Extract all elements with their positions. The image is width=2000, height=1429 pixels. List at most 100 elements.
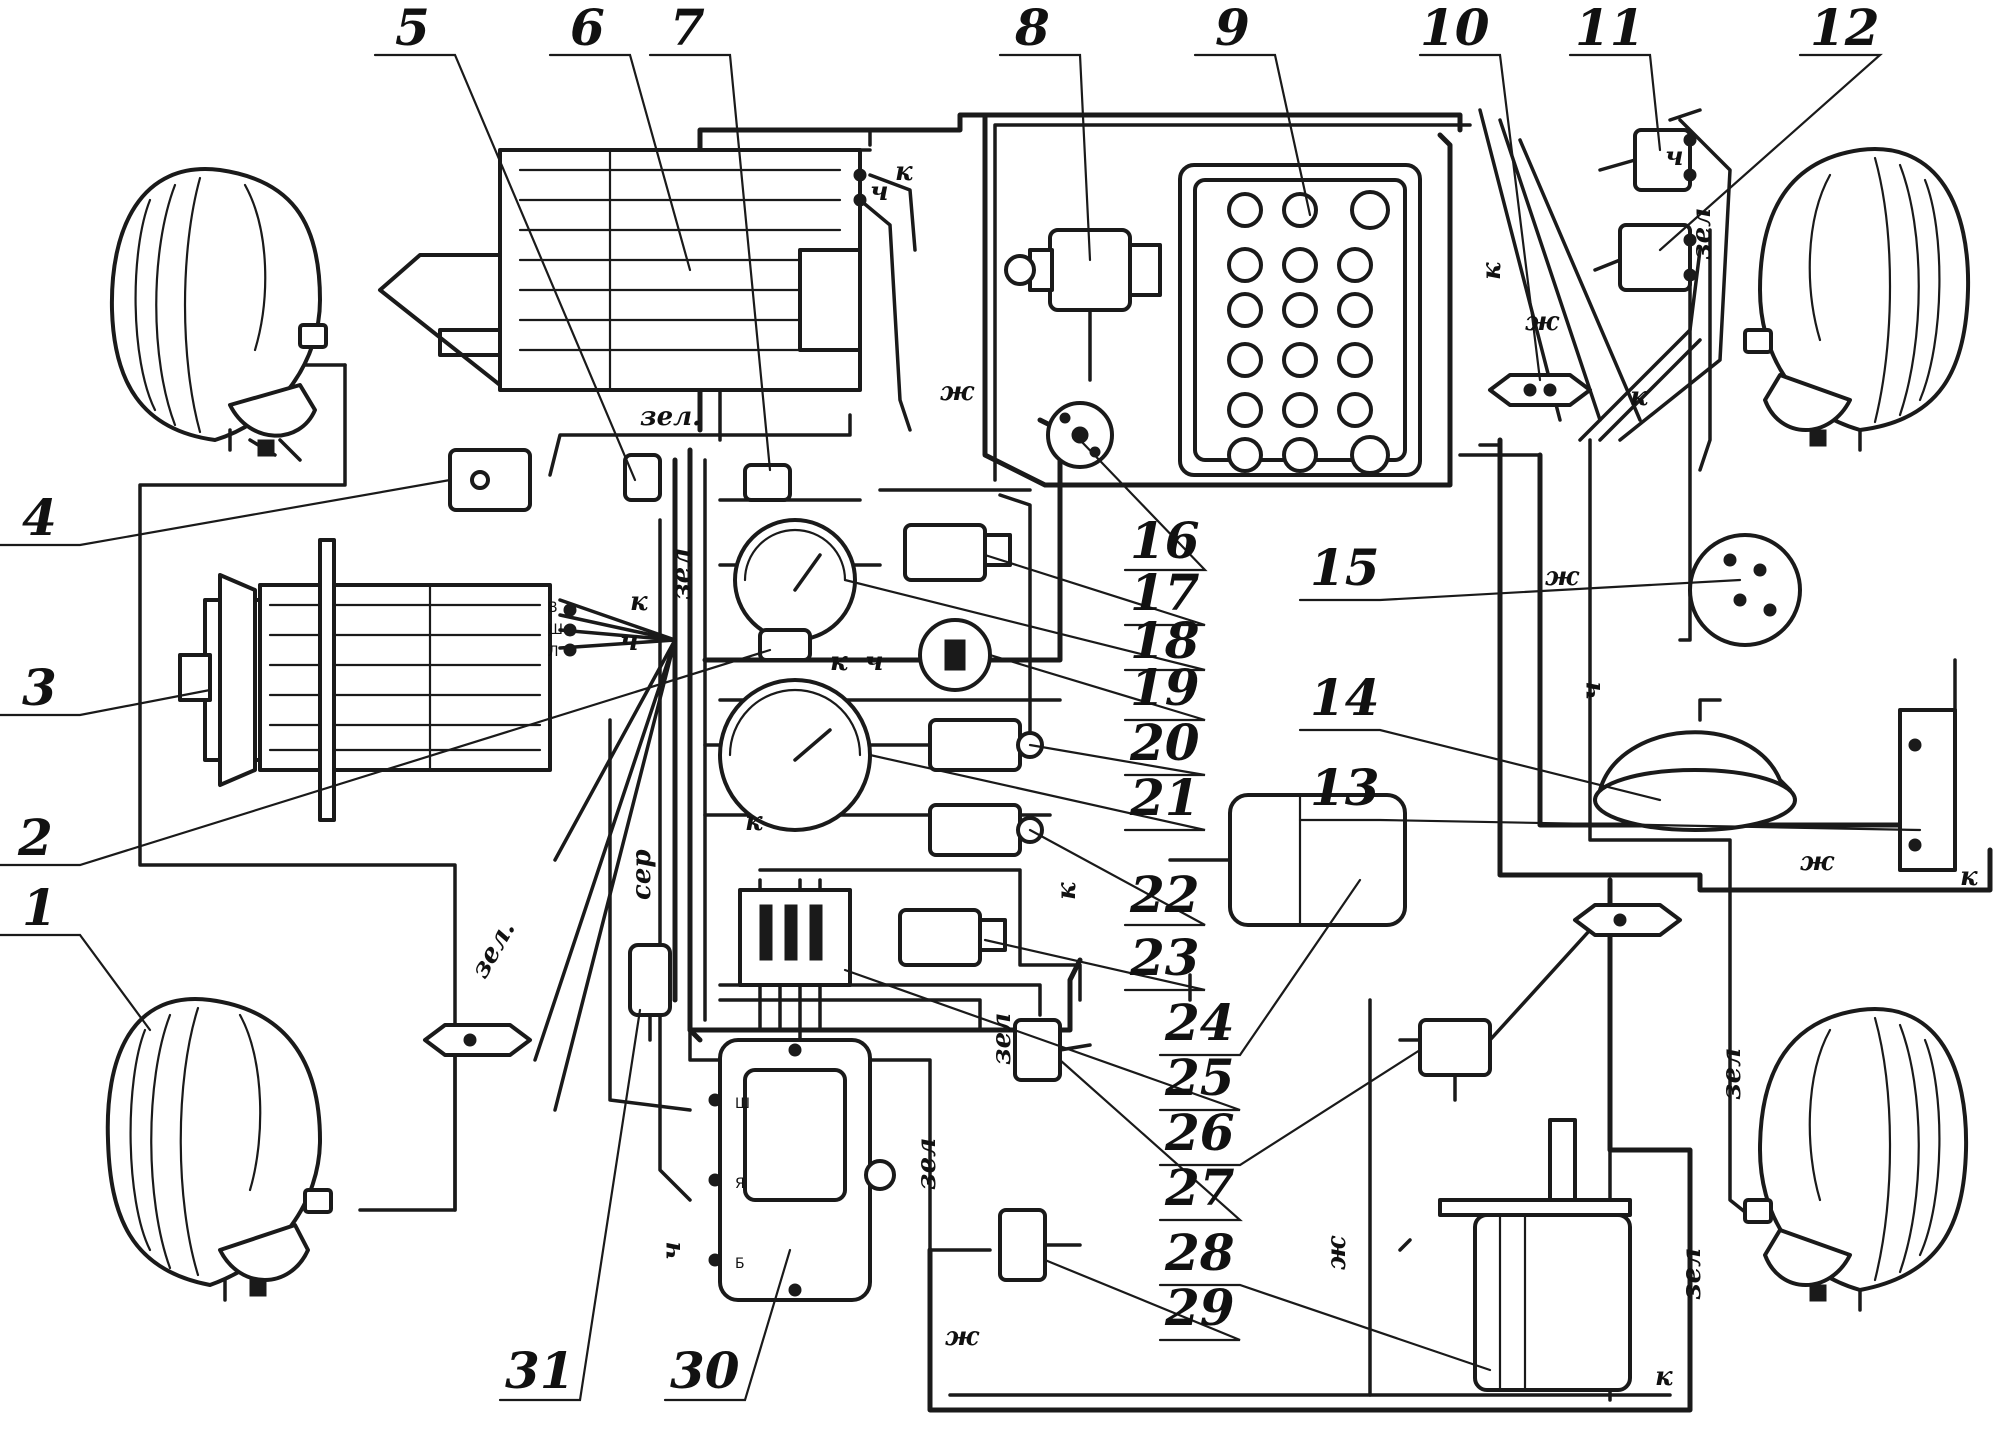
callout-1: 1	[22, 878, 57, 937]
terminal-labels: В Ш Л Ш Я Б	[548, 600, 750, 1272]
wire-label-black-11: ч	[1665, 142, 1684, 172]
switch-29	[998, 1208, 1082, 1282]
wire-label-red-22: к	[1052, 882, 1082, 900]
callout-17: 17	[1130, 563, 1200, 622]
fuse-block	[738, 888, 852, 987]
callout-27: 27	[1164, 1158, 1235, 1217]
wire-label-black-14: ч	[1577, 681, 1607, 700]
battery-cells	[1227, 190, 1390, 475]
wire-label-red-corner: к	[1960, 862, 1978, 892]
callout-22: 22	[1129, 865, 1200, 924]
callout-8: 8	[1014, 0, 1050, 57]
wire-label-yellow-10: ж	[1525, 307, 1560, 337]
wiper-motor-28	[1438, 1118, 1632, 1392]
wire-label-yellow-29: ж	[945, 1322, 980, 1352]
callout-15: 15	[1310, 538, 1380, 597]
wire-label-green-left: зел.	[465, 915, 522, 983]
callout-31: 31	[505, 1341, 575, 1400]
callout-7: 7	[670, 0, 705, 57]
callout-24: 24	[1164, 993, 1235, 1052]
wire-label-yellow-right: ж	[1545, 562, 1580, 592]
socket-16	[1046, 401, 1114, 469]
wire-label-black-gen: ч	[620, 627, 639, 657]
callout-3: 3	[22, 658, 57, 717]
switch-27	[1013, 1018, 1092, 1082]
generator-terminal-sh: Ш	[548, 622, 563, 638]
wire-label-green-right: зел	[1717, 1048, 1747, 1100]
wire-label-green-12: зел	[1687, 208, 1717, 260]
connector-4	[448, 448, 532, 512]
wire-label-green-bottom: зел	[912, 1138, 942, 1190]
callout-30: 30	[670, 1341, 740, 1400]
plug-2	[758, 628, 812, 662]
callout-14: 14	[1310, 668, 1380, 727]
regulator-terminal-ya: Я	[735, 1176, 745, 1192]
wire-label-red-gen: к	[630, 587, 648, 617]
callout-25: 25	[1164, 1048, 1235, 1107]
wire-label-black-top: ч	[870, 177, 889, 207]
horn	[1593, 698, 1797, 832]
generator-terminal-b: В	[548, 600, 558, 616]
starter-motor	[378, 148, 867, 392]
callout-2: 2	[17, 808, 53, 867]
wire-label-yellow-lower: ж	[1322, 1235, 1352, 1270]
toggle-switch-11	[1598, 128, 1697, 192]
fuse-22	[928, 718, 1044, 772]
headlamp-bottom-left	[105, 997, 333, 1302]
callout-5: 5	[395, 0, 430, 57]
wire-label-red-12: к	[1630, 382, 1648, 412]
callout-29: 29	[1164, 1278, 1235, 1337]
wire-label-red-right: к	[1477, 262, 1507, 280]
switch-17	[903, 523, 1012, 582]
wire-label-yellow-bottom: ж	[1800, 847, 1835, 877]
headlamp-bottom-right	[1743, 1007, 1969, 1312]
leader-lines	[0, 53, 1922, 1402]
ammeter	[733, 518, 857, 642]
indicator-socket-15	[1688, 533, 1802, 647]
generator	[178, 538, 577, 822]
toggle-switch-12	[1593, 223, 1697, 292]
callout-19: 19	[1130, 658, 1200, 717]
connector-lower-left	[423, 1023, 532, 1057]
callout-11: 11	[1575, 0, 1645, 57]
callout-6: 6	[570, 0, 605, 57]
wire-label-red-mid: к	[830, 647, 848, 677]
callout-10: 10	[1420, 0, 1490, 57]
switch-24	[898, 908, 1007, 967]
callout-28: 28	[1164, 1223, 1235, 1282]
callout-21: 21	[1129, 768, 1200, 827]
oil-temp-gauge	[718, 678, 872, 832]
callout-12: 12	[1810, 0, 1880, 57]
relay-26	[1418, 1018, 1492, 1102]
battery-block	[1178, 163, 1422, 477]
callout-23: 23	[1129, 928, 1200, 987]
wire-label-green-vert: зел	[667, 548, 697, 600]
wire-label-green-right2: зел	[1677, 1248, 1707, 1300]
connector-5	[623, 453, 662, 502]
wire-label-red-top: к	[895, 157, 913, 187]
callout-9: 9	[1215, 0, 1250, 57]
wire-label-yellow-starter: ж	[940, 377, 975, 407]
callout-26: 26	[1164, 1103, 1235, 1162]
wire-label-black-reg: ч	[657, 1241, 687, 1260]
headlamp-top-left	[109, 167, 328, 462]
relay-regulator	[708, 1038, 896, 1302]
wire-label-red-28: к	[1655, 1362, 1673, 1392]
connector-7	[743, 463, 792, 502]
wire-label-red-gauge: к	[745, 807, 763, 837]
regulator-terminal-b: Б	[735, 1256, 745, 1272]
lamp-31	[628, 943, 672, 1042]
callout-18: 18	[1130, 611, 1200, 670]
wire-label-green-top: зел.	[640, 402, 701, 432]
connector-lower-right	[1573, 903, 1682, 937]
generator-terminal-l: Л	[548, 644, 559, 660]
wiper-motor	[1168, 793, 1407, 927]
fuse-23	[928, 803, 1044, 857]
callout-16: 16	[1130, 511, 1200, 570]
ground-switch	[1004, 228, 1162, 382]
relay-bracket-13	[1898, 658, 1957, 872]
callout-20: 20	[1129, 713, 1200, 772]
wire-label-grey: сер	[627, 849, 657, 900]
regulator-terminal-sh: Ш	[735, 1096, 750, 1112]
